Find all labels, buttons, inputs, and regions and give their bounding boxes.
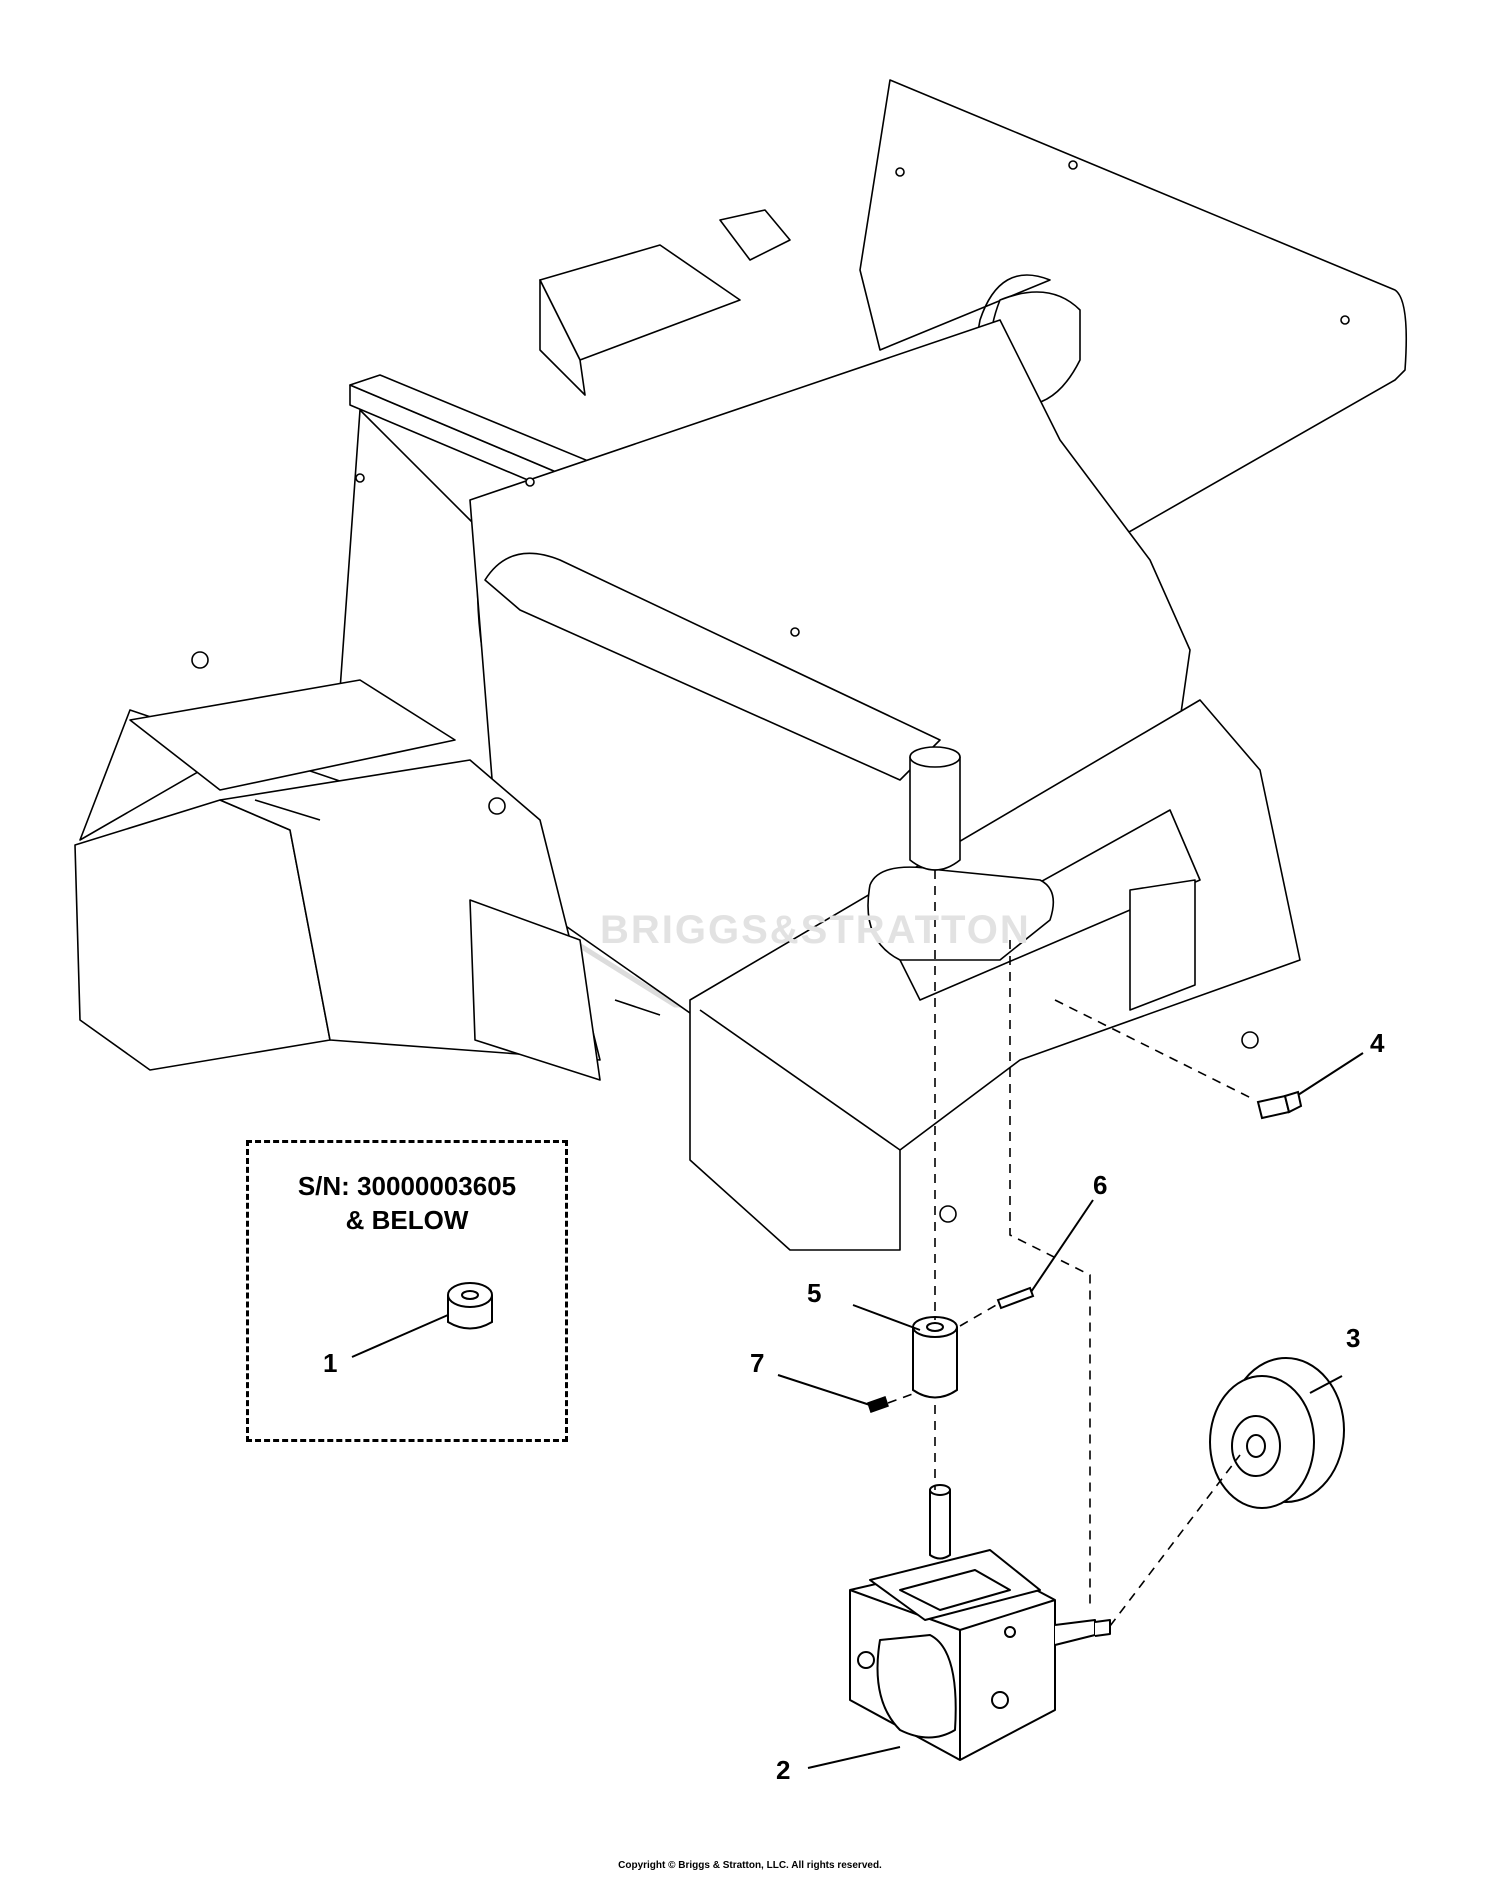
part-2-gearbox: [849, 1484, 1111, 1761]
assembly-lines: [887, 870, 1256, 1627]
callout-1: 1: [323, 1348, 338, 1378]
copyright-footer: Copyright © Briggs & Stratton, LLC. All …: [618, 1860, 882, 1871]
callout-4: 4: [1370, 1028, 1385, 1058]
part-4-bolt: [1256, 1090, 1303, 1120]
part-7-set-screw: [867, 1396, 889, 1413]
callout-2: 2: [776, 1755, 791, 1785]
serial-number-box: S/N: 30000003605 & BELOW: [246, 1140, 568, 1442]
callout-5: 5: [807, 1278, 822, 1308]
watermark-text: BRIGGS&STRATTON: [600, 908, 1031, 952]
callout-3: 3: [1346, 1323, 1361, 1353]
part-1-shaft-collar: [447, 1282, 493, 1330]
part-3-pulley: [1209, 1357, 1345, 1509]
serial-number-line2: & BELOW: [345, 1205, 469, 1235]
leader-lines: [351, 1052, 1364, 1769]
serial-number-line1: S/N: 30000003605: [297, 1171, 517, 1201]
part-6-roll-pin: [996, 1286, 1035, 1310]
callout-6: 6: [1093, 1170, 1108, 1200]
callout-7: 7: [750, 1348, 765, 1378]
part-5-coupler: [912, 1316, 958, 1399]
mower-frame: [74, 79, 1407, 1251]
